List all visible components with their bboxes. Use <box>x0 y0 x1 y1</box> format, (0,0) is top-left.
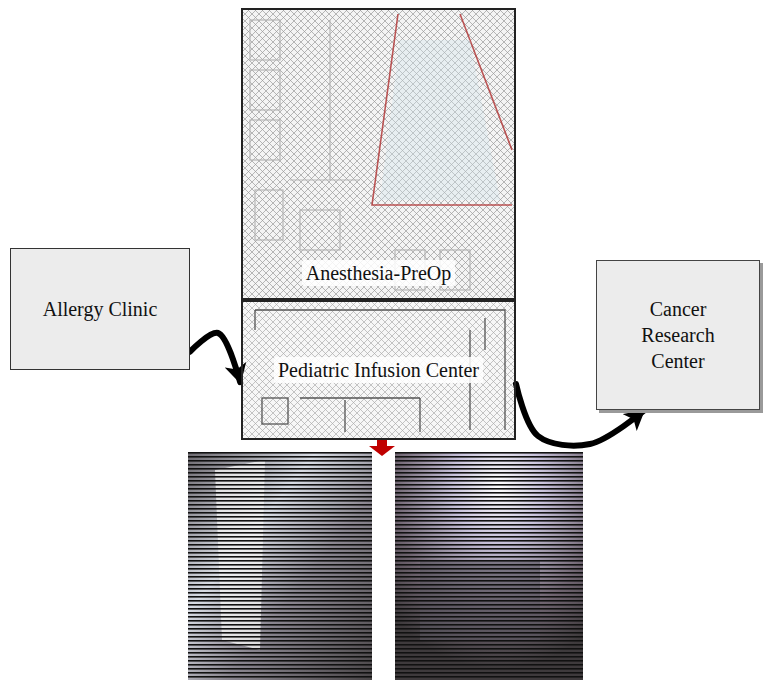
center-box: Cancer Research Center <box>596 260 760 410</box>
plan-region: Anesthesia-PreOp <box>241 8 516 300</box>
photo <box>395 452 583 680</box>
curved-arrow <box>190 333 240 382</box>
box-label: Pediatric Infusion Center <box>274 357 483 383</box>
floor-plan <box>241 8 516 300</box>
photo <box>188 452 372 680</box>
floor-plan <box>241 300 516 440</box>
box-label: Anesthesia-PreOp <box>302 260 456 286</box>
plan-region: Pediatric Infusion Center <box>241 300 516 440</box>
box-label: Allergy Clinic <box>43 296 158 322</box>
box-label: Cancer Research Center <box>616 296 740 374</box>
clinic-box: Allergy Clinic <box>10 248 190 370</box>
down-arrow <box>369 440 395 456</box>
